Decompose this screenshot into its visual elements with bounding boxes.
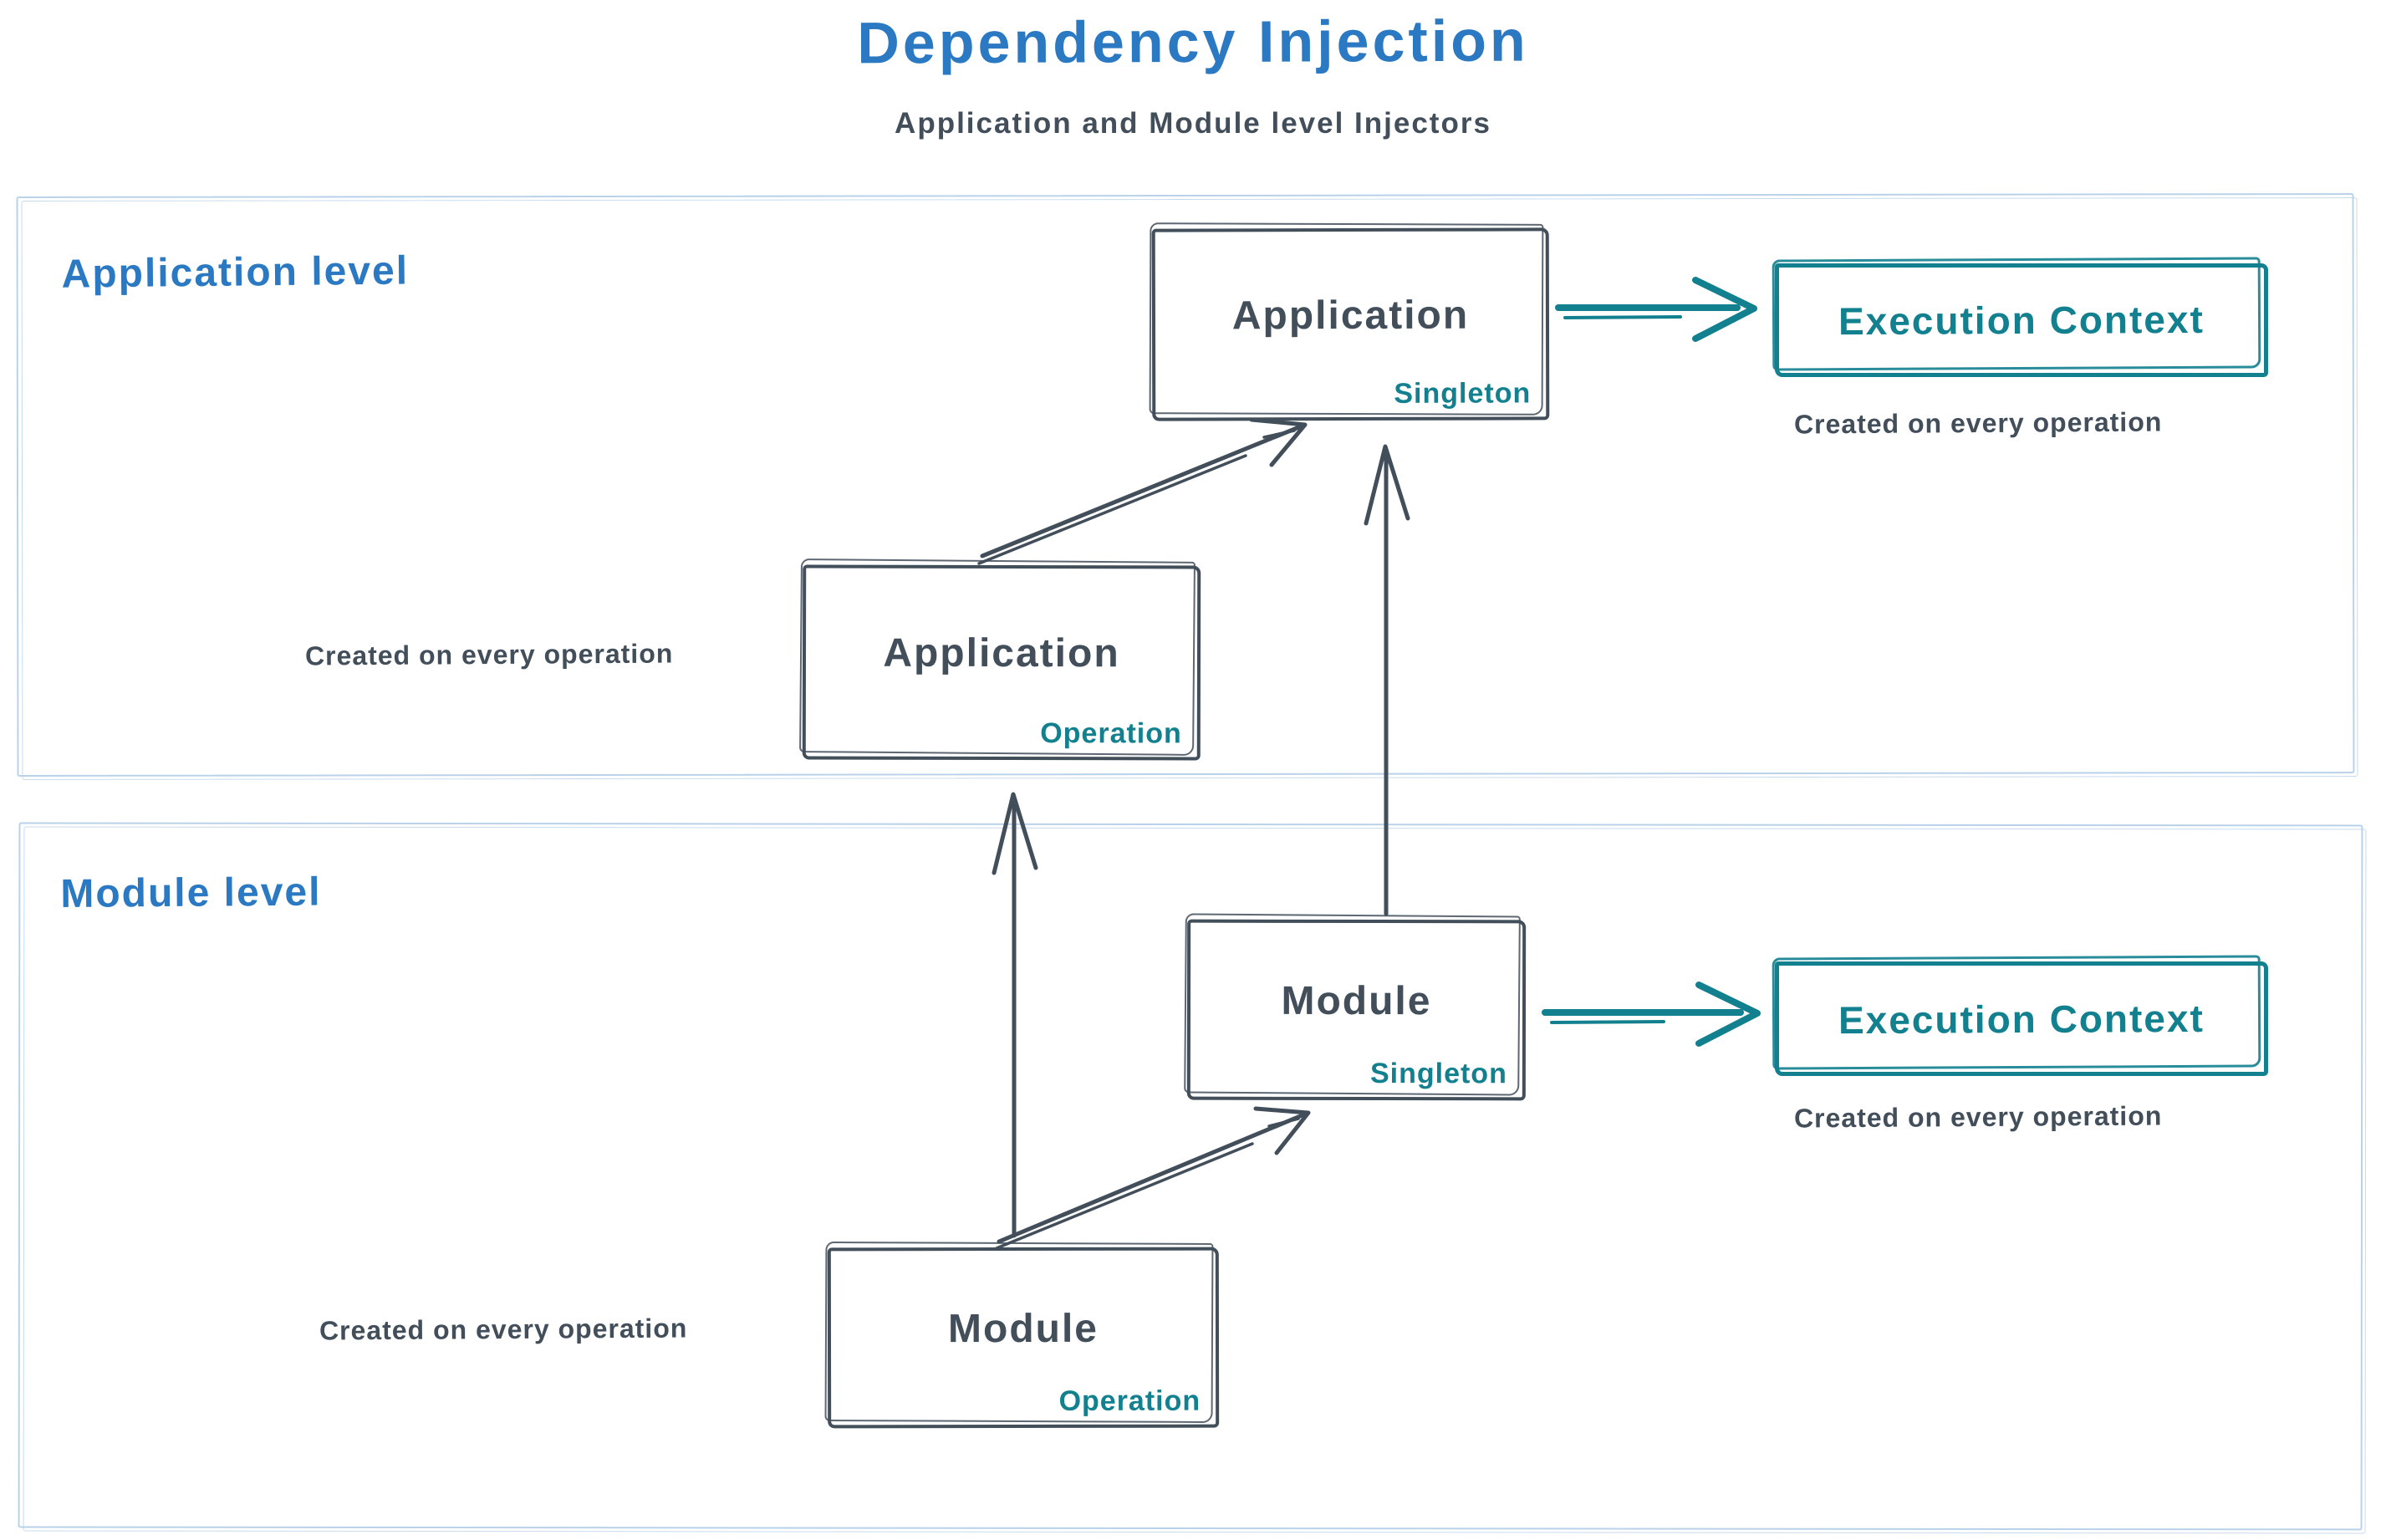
application-level-label: Application level (61, 248, 410, 297)
module-operation-tag: Operation (1058, 1384, 1201, 1417)
module-level-label: Module level (60, 869, 322, 916)
application-execution-caption: Created on every operation (1793, 406, 2163, 440)
module-operation-caption: Created on every operation (319, 1313, 688, 1346)
execution-context-label-application: Execution Context (1838, 297, 2205, 344)
application-operation-caption: Created on every operation (304, 638, 674, 671)
application-operation-tag: Operation (1040, 717, 1182, 750)
application-singleton-box: Application Singleton (1151, 227, 1550, 421)
execution-context-label-module: Execution Context (1838, 996, 2205, 1042)
page-title: Dependency Injection (857, 8, 1529, 76)
module-singleton-title: Module (1281, 978, 1432, 1023)
application-singleton-title: Application (1231, 293, 1470, 338)
application-singleton-tag: Singleton (1394, 377, 1532, 410)
application-operation-box: Application Operation (802, 564, 1201, 761)
module-execution-caption: Created on every operation (1793, 1100, 2163, 1134)
module-operation-box: Module Operation (827, 1247, 1220, 1429)
module-singleton-tag: Singleton (1369, 1058, 1507, 1090)
execution-context-box-application: Execution Context (1775, 263, 2268, 377)
application-operation-title: Application (883, 630, 1120, 676)
module-operation-title: Module (947, 1306, 1099, 1351)
execution-context-box-module: Execution Context (1775, 961, 2268, 1076)
module-singleton-box: Module Singleton (1186, 919, 1527, 1101)
page-subtitle: Application and Module level Injectors (895, 107, 1491, 140)
